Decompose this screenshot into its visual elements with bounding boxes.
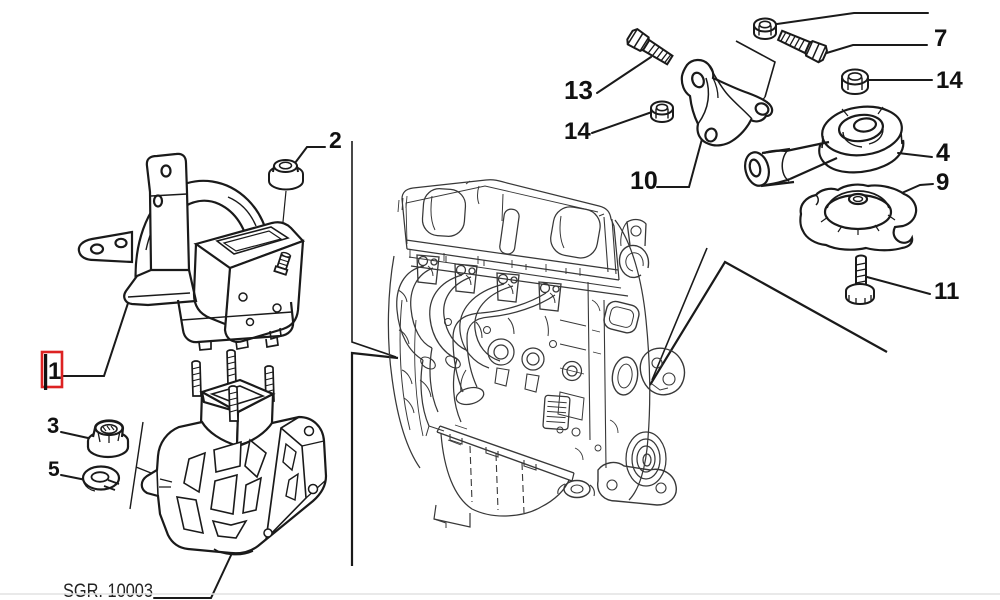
- svg-text:SGR. 10003: SGR. 10003: [63, 581, 153, 600]
- svg-text:2: 2: [329, 127, 342, 153]
- svg-text:13: 13: [564, 75, 593, 105]
- svg-text:11: 11: [934, 278, 959, 305]
- svg-text:4: 4: [936, 139, 950, 167]
- svg-text:3: 3: [47, 413, 59, 438]
- svg-text:10: 10: [630, 167, 658, 195]
- svg-text:7: 7: [934, 25, 947, 52]
- svg-text:1: 1: [48, 358, 61, 385]
- svg-text:5: 5: [48, 458, 60, 481]
- svg-text:9: 9: [936, 169, 949, 196]
- svg-text:14: 14: [936, 67, 963, 94]
- svg-text:14: 14: [564, 118, 591, 145]
